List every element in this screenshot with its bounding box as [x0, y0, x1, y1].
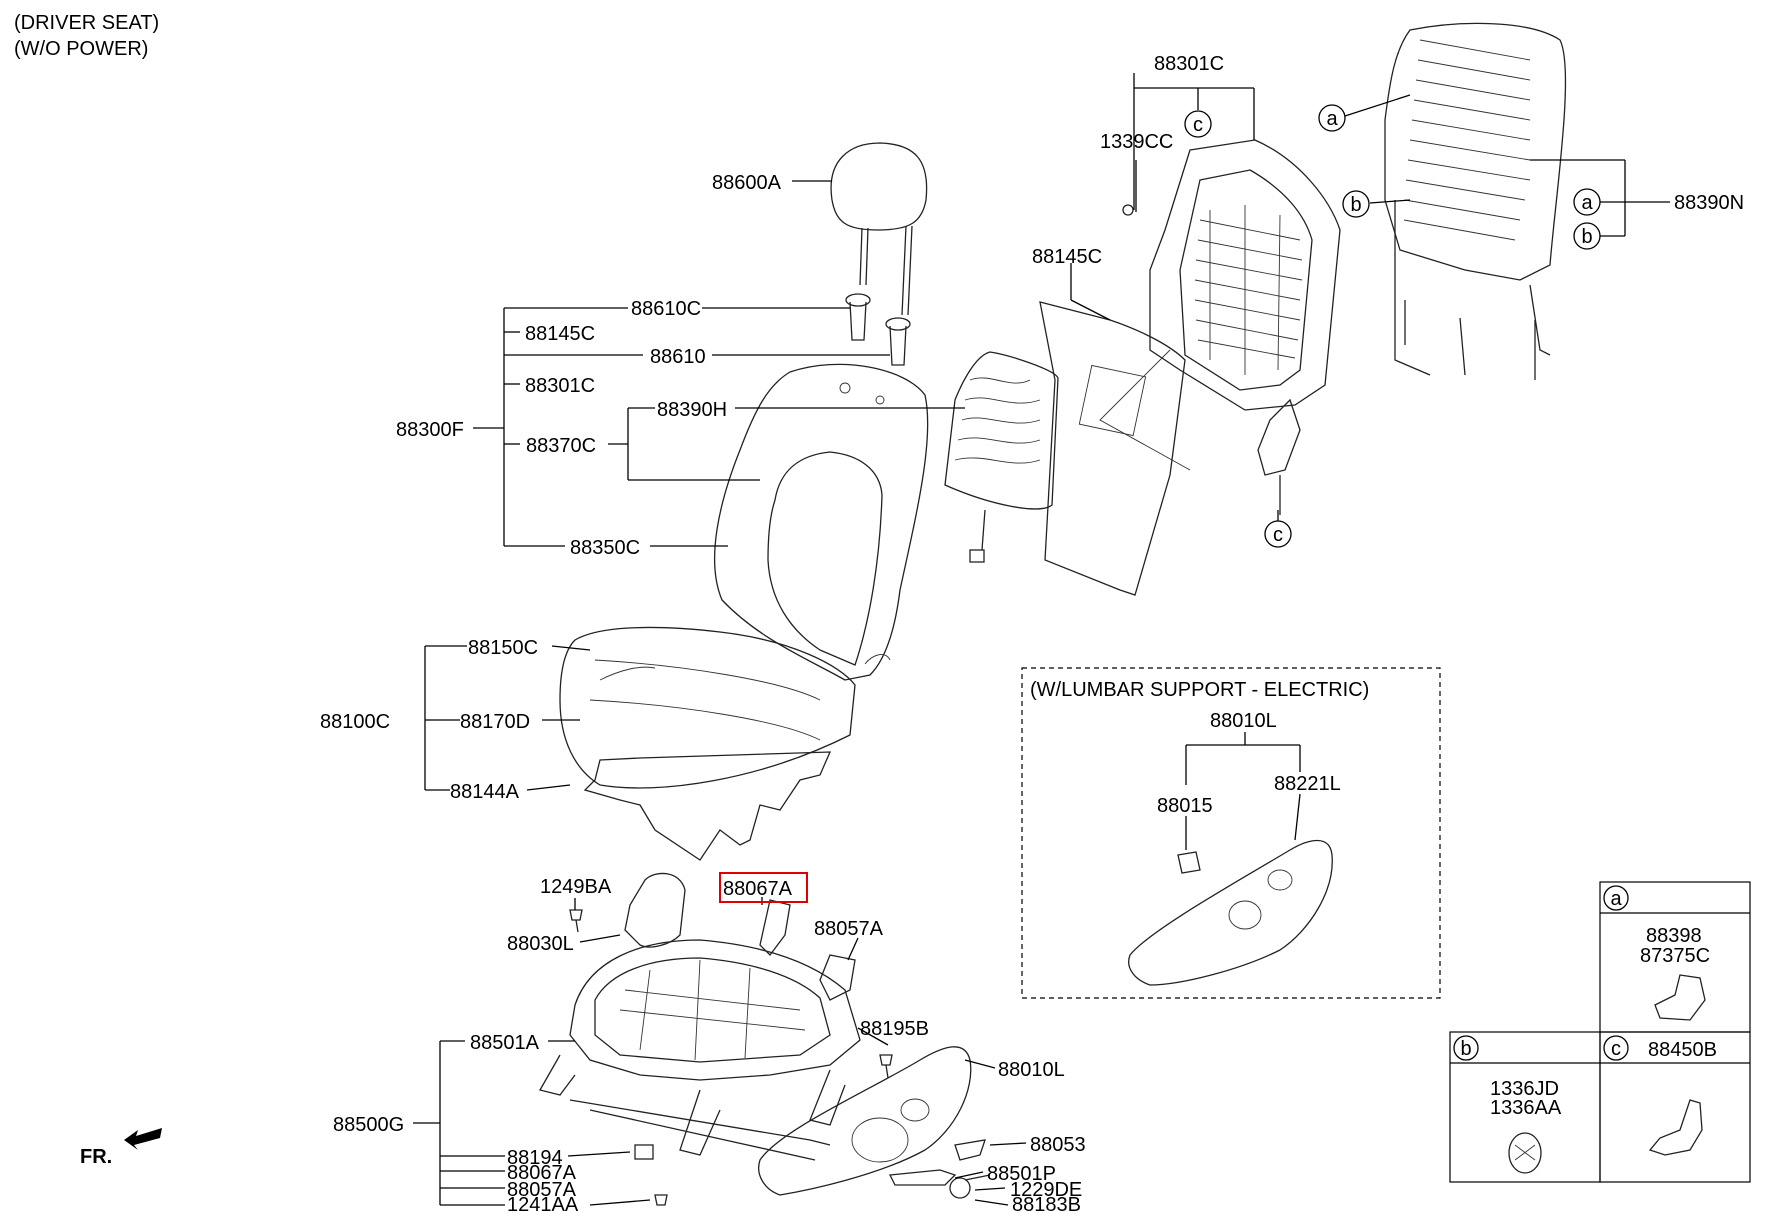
callout-a-list: a	[1573, 188, 1601, 216]
part-label-88501P: 88501P	[987, 1163, 1056, 1185]
front-label: FR.	[80, 1146, 112, 1168]
part-label-88500G: 88500G	[333, 1114, 404, 1136]
seat-cushion-pad-drawing	[583, 751, 832, 861]
part-label-88301C-list: 88301C	[525, 375, 595, 397]
back-frame-net-drawing	[1384, 22, 1567, 380]
part-label-88195B: 88195B	[860, 1018, 929, 1040]
part-label-88170D: 88170D	[460, 711, 530, 733]
svg-text:88067A: 88067A	[723, 878, 793, 900]
part-label-88145C-back: 88145C	[1032, 246, 1102, 268]
headrest-drawing	[830, 142, 928, 316]
seat-back-frame-drawing	[1099, 139, 1341, 515]
part-label-88183B: 88183B	[1012, 1194, 1081, 1211]
part-label-1229DE: 1229DE	[1010, 1179, 1082, 1201]
table-b-item-2: 1336AA	[1490, 1097, 1562, 1119]
lumbar-part-88221L: 88221L	[1274, 773, 1341, 795]
part-label-88057A-list: 88057A	[507, 1179, 577, 1201]
svg-text:b: b	[1581, 226, 1592, 248]
table-c-part: 88450B	[1648, 1039, 1717, 1061]
svg-text:c: c	[1611, 1038, 1621, 1060]
bolt-drawing	[569, 909, 893, 1206]
front-arrow-icon	[124, 1128, 162, 1150]
svg-text:a: a	[1581, 192, 1593, 214]
part-label-88145C-list: 88145C	[525, 323, 595, 345]
callout-c-top: c	[1184, 110, 1212, 138]
part-label-88610C: 88610C	[631, 298, 701, 320]
table-b-item-1: 1336JD	[1490, 1078, 1559, 1100]
callout-a-net: a	[1318, 104, 1346, 132]
leader-lines	[413, 73, 1670, 1206]
part-label-88370C: 88370C	[526, 435, 596, 457]
callout-b-net: b	[1342, 190, 1370, 218]
part-label-88100C: 88100C	[320, 711, 390, 733]
part-label-88057A: 88057A	[814, 918, 884, 940]
part-label-88030L: 88030L	[507, 933, 574, 955]
svg-text:c: c	[1273, 524, 1283, 546]
front-direction-indicator: FR.	[80, 1128, 162, 1168]
svg-text:c: c	[1193, 114, 1203, 136]
part-label-88301C-top: 88301C	[1154, 53, 1224, 75]
seat-back-pad-drawing	[944, 351, 1059, 563]
lumbar-title: (W/LUMBAR SUPPORT - ELECTRIC)	[1030, 679, 1369, 701]
table-a-item-1: 88398	[1646, 925, 1702, 947]
seat-cushion-frame-drawing	[539, 939, 861, 1161]
side-cover-drawing	[758, 1046, 991, 1199]
lumbar-part-88015: 88015	[1157, 795, 1213, 817]
side-shield-drawing	[624, 872, 856, 1001]
part-label-88194: 88194	[507, 1147, 563, 1169]
callout-c-frame: c	[1264, 520, 1292, 548]
part-label-88390H: 88390H	[657, 399, 727, 421]
seat-back-cover-drawing	[713, 363, 929, 681]
part-label-88501A: 88501A	[470, 1032, 540, 1054]
highlighted-part-88067A[interactable]: 88067A	[719, 872, 808, 903]
part-label-88350C: 88350C	[570, 537, 640, 559]
part-label-88067A-list: 88067A	[507, 1162, 577, 1184]
header-driver-seat: (DRIVER SEAT)	[14, 12, 159, 34]
callout-b-list: b	[1573, 222, 1601, 250]
part-label-88300F: 88300F	[396, 419, 464, 441]
lumbar-part-88010L: 88010L	[1210, 710, 1277, 732]
headrest-guide-drawing	[845, 293, 911, 366]
lumbar-support-section: (W/LUMBAR SUPPORT - ELECTRIC) 88010L 880…	[1021, 667, 1441, 999]
svg-text:b: b	[1350, 194, 1361, 216]
part-label-1241AA: 1241AA	[507, 1194, 579, 1211]
svg-text:a: a	[1326, 108, 1338, 130]
seat-cushion-cover-drawing	[559, 626, 856, 789]
table-a-item-2: 87375C	[1640, 945, 1710, 967]
part-label-88144A: 88144A	[450, 781, 520, 803]
svg-text:b: b	[1460, 1038, 1471, 1060]
part-label-1339CC: 1339CC	[1100, 131, 1173, 153]
part-label-88053: 88053	[1030, 1134, 1086, 1156]
part-label-88010L: 88010L	[998, 1059, 1065, 1081]
part-label-88600A: 88600A	[712, 172, 782, 194]
svg-text:a: a	[1610, 888, 1622, 910]
part-label-88150C: 88150C	[468, 637, 538, 659]
header-without-power: (W/O POWER)	[14, 38, 148, 60]
part-label-88390N: 88390N	[1674, 192, 1744, 214]
part-label-1249BA: 1249BA	[540, 876, 612, 898]
callout-table: a 88398 87375C b 1336JD 1336AA c 88450B	[1449, 881, 1751, 1183]
seat-back-board-drawing	[1039, 301, 1186, 596]
part-label-88610: 88610	[650, 346, 706, 368]
